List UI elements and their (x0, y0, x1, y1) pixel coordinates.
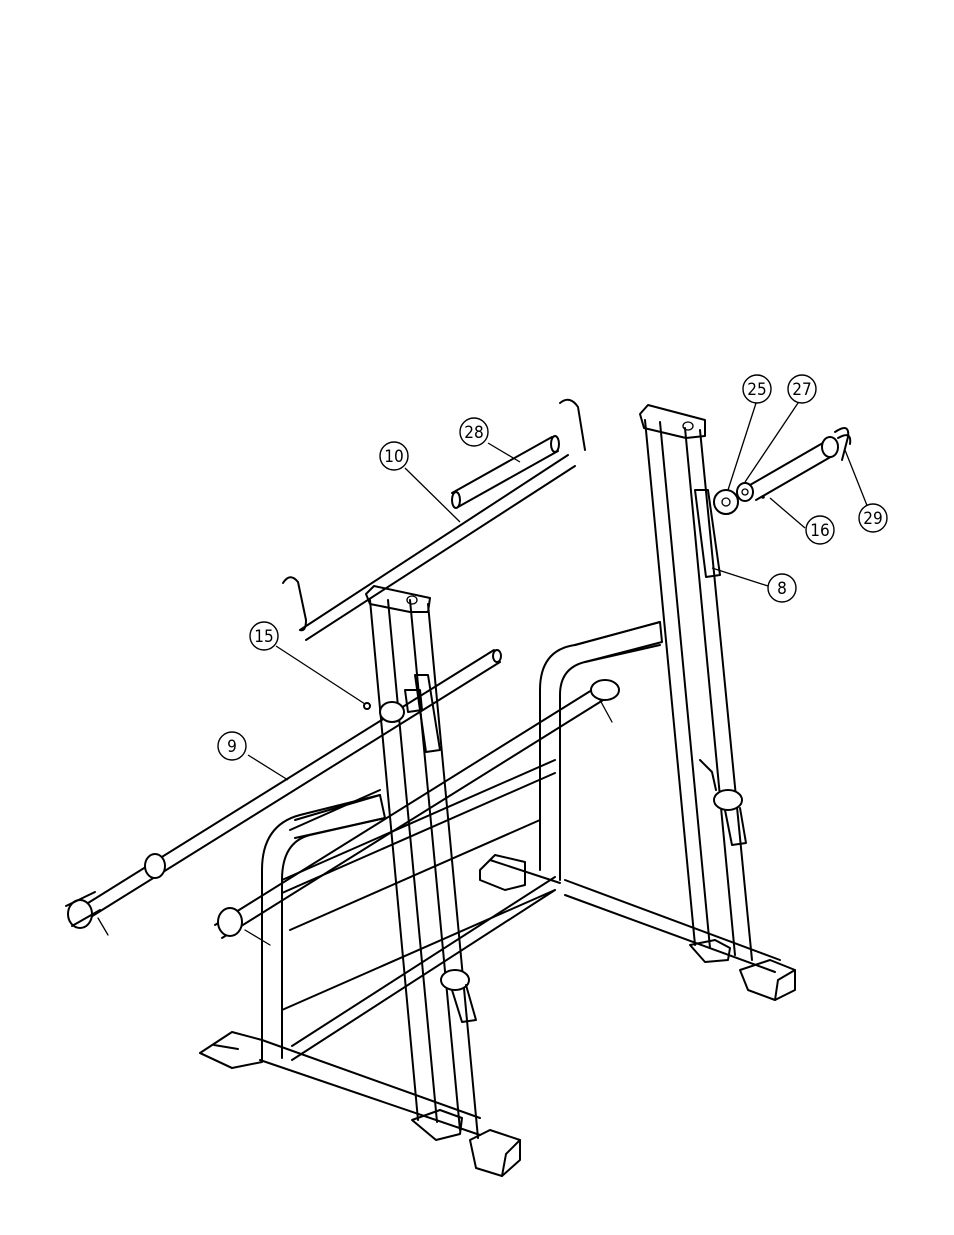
callout-10-label: 10 (384, 447, 403, 467)
safety-bar-10 (283, 400, 585, 640)
callout-28-label: 28 (464, 423, 483, 443)
callout-28: 28 (460, 418, 488, 446)
callout-29-label: 29 (863, 509, 882, 529)
callout-9-label: 9 (227, 737, 237, 757)
left-upright (366, 586, 478, 1138)
callout-15-label: 15 (254, 627, 273, 647)
callout-27-label: 27 (792, 380, 811, 400)
right-upright (640, 405, 752, 960)
callout-8: 8 (768, 574, 796, 602)
callout-10: 10 (380, 442, 408, 470)
callout-9: 9 (218, 732, 246, 760)
callout-25: 25 (743, 375, 771, 403)
callout-25-label: 25 (747, 380, 766, 400)
callout-15: 15 (250, 622, 278, 650)
callout-16-label: 16 (810, 521, 829, 541)
callout-29: 29 (859, 504, 887, 532)
callout-27: 27 (788, 375, 816, 403)
callout-8-label: 8 (777, 579, 787, 599)
callout-16: 16 (806, 516, 834, 544)
